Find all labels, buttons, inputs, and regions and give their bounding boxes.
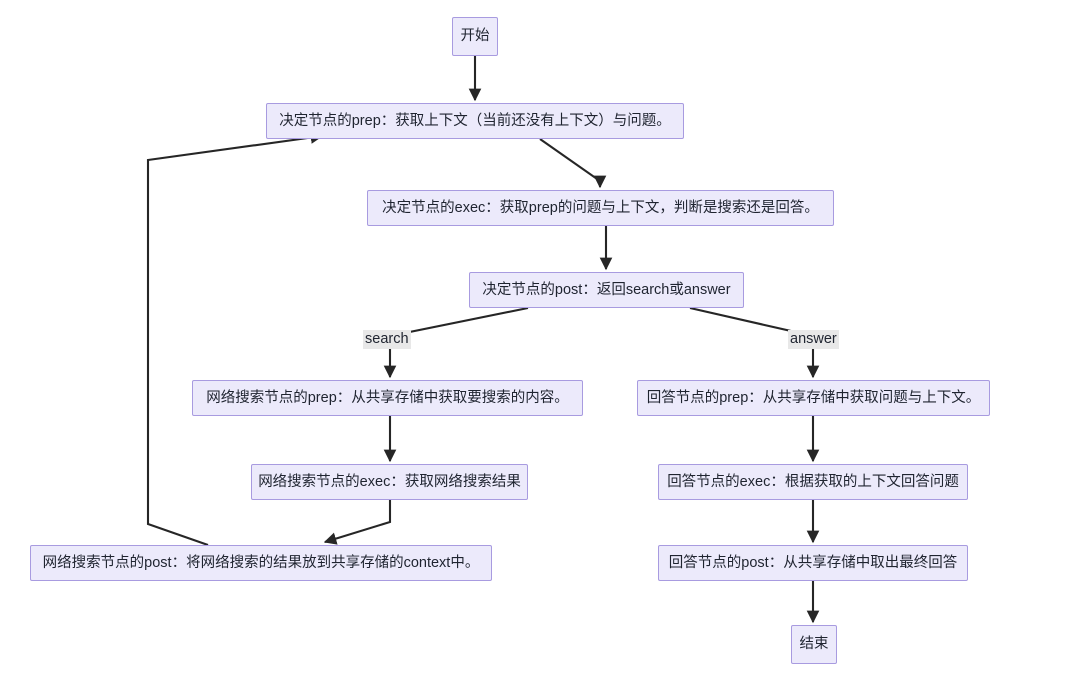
edge-label-search: search xyxy=(363,330,411,350)
edge-decide-prep-to-decide-exec xyxy=(539,138,607,189)
node-search-exec[interactable]: 网络搜索节点的exec：获取网络搜索结果 xyxy=(251,464,528,500)
edge-decide-post-to-search-prep xyxy=(383,306,529,379)
node-decide-prep[interactable]: 决定节点的prep：获取上下文（当前还没有上下文）与问题。 xyxy=(266,103,684,139)
node-decide-exec[interactable]: 决定节点的exec：获取prep的问题与上下文，判断是搜索还是回答。 xyxy=(367,190,834,226)
node-label: 网络搜索节点的prep：从共享存储中获取要搜索的内容。 xyxy=(206,389,569,406)
node-answer-prep[interactable]: 回答节点的prep：从共享存储中获取问题与上下文。 xyxy=(637,380,990,416)
node-label: 决定节点的post：返回search或answer xyxy=(482,281,731,298)
node-answer-post[interactable]: 回答节点的post：从共享存储中取出最终回答 xyxy=(658,545,968,581)
edge-label-answer: answer xyxy=(788,330,839,350)
node-answer-exec[interactable]: 回答节点的exec：根据获取的上下文回答问题 xyxy=(658,464,968,500)
node-start[interactable]: 开始 xyxy=(452,17,498,56)
node-end[interactable]: 结束 xyxy=(791,625,837,664)
node-search-post[interactable]: 网络搜索节点的post：将网络搜索的结果放到共享存储的context中。 xyxy=(30,545,492,581)
node-label: 网络搜索节点的post：将网络搜索的结果放到共享存储的context中。 xyxy=(42,554,480,571)
node-label: 回答节点的exec：根据获取的上下文回答问题 xyxy=(667,473,959,490)
node-label: 决定节点的exec：获取prep的问题与上下文，判断是搜索还是回答。 xyxy=(382,199,819,216)
node-label: 决定节点的prep：获取上下文（当前还没有上下文）与问题。 xyxy=(279,112,671,129)
node-label: 回答节点的prep：从共享存储中获取问题与上下文。 xyxy=(646,389,981,406)
edge-search-exec-to-search-post xyxy=(323,500,392,545)
node-label: 网络搜索节点的exec：获取网络搜索结果 xyxy=(258,473,521,490)
node-search-prep[interactable]: 网络搜索节点的prep：从共享存储中获取要搜索的内容。 xyxy=(192,380,583,416)
node-label: 开始 xyxy=(460,28,490,45)
node-label: 回答节点的post：从共享存储中取出最终回答 xyxy=(668,554,958,571)
node-decide-post[interactable]: 决定节点的post：返回search或answer xyxy=(469,272,744,308)
node-label: 结束 xyxy=(799,636,829,653)
